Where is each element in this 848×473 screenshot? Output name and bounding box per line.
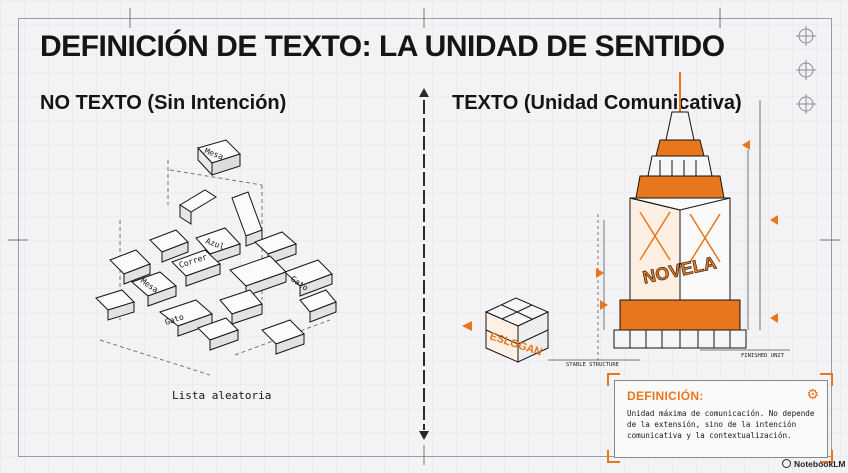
notebooklm-logo-icon [782, 459, 791, 468]
definition-box: DEFINICIÓN: ⚙ Unidad máxima de comunicac… [614, 380, 828, 458]
definition-heading: DEFINICIÓN: [627, 389, 704, 403]
notebooklm-brand: NotebookLM [782, 459, 845, 469]
skyscraper [614, 72, 746, 348]
corner-registration-marks [796, 26, 816, 114]
definition-body: Unidad máxima de comunicación. No depend… [627, 408, 823, 441]
gear-icon: ⚙ [806, 386, 819, 403]
finished-unit-label: FINISHED UNIT [741, 353, 785, 359]
random-list-caption: Lista aleatoria [172, 389, 271, 402]
panel-divider [419, 88, 429, 440]
brand-label: NotebookLM [794, 459, 845, 469]
scattered-blocks [96, 140, 336, 375]
stable-structure-label: STABLE STRUCTURE [566, 362, 619, 368]
